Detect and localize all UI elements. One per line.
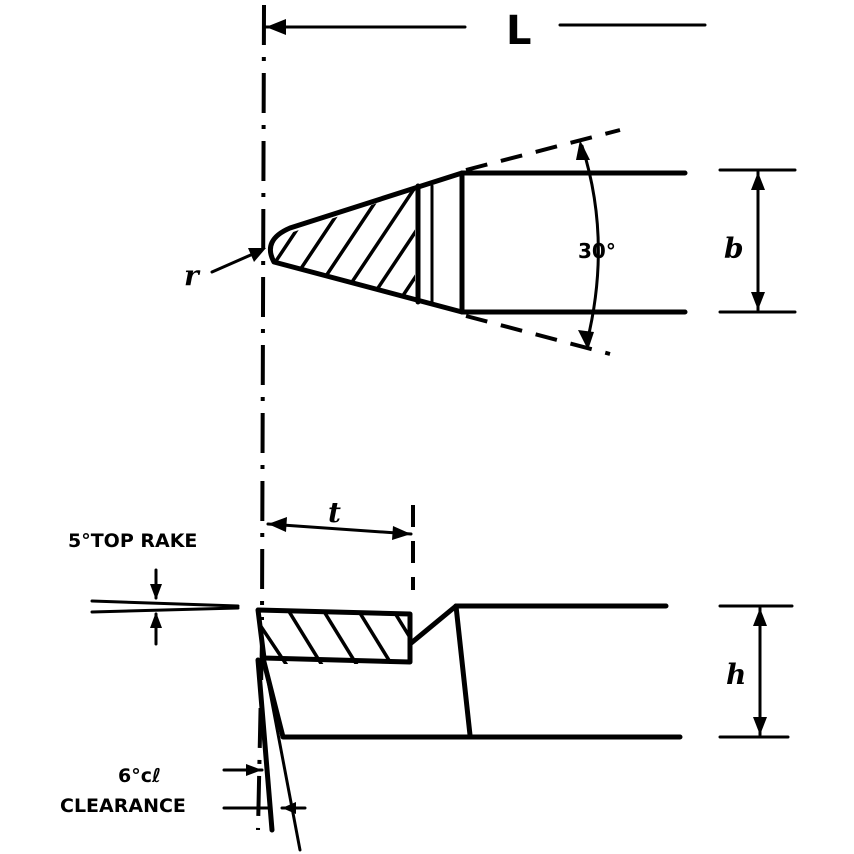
side-tip-outline (255, 607, 413, 665)
clearance-line-outer (255, 657, 275, 833)
angle-extension-lower (465, 314, 611, 356)
arrowhead-arc-bottom (578, 330, 594, 350)
tip-length-label: t (328, 496, 341, 529)
angle-arc (580, 144, 600, 344)
clearance-value-label: 6°cℓ (118, 765, 161, 787)
side-shank-joint (453, 603, 473, 738)
arrowhead-h-bottom (753, 717, 767, 735)
angle-extension-upper (465, 128, 621, 172)
arrowhead-clearance-bottom (282, 802, 296, 814)
arrowhead-rake-top (150, 584, 162, 600)
width-label: b (724, 232, 744, 265)
side-view: t 5°TOP RAKE h 6°cℓ CLEAR (60, 496, 794, 852)
angle-label: 30° (578, 239, 616, 263)
side-shank-outline (260, 603, 683, 740)
arrowhead-clearance-top (246, 764, 262, 776)
length-dimension: L (264, 8, 707, 54)
arrowhead-b-top (751, 172, 765, 190)
clearance-line-inner (262, 658, 302, 852)
arrowhead-r (248, 248, 266, 262)
top-rake-label: 5°TOP RAKE (68, 530, 197, 552)
arrowhead-h-top (753, 608, 767, 626)
arrowhead-b-bottom (751, 292, 765, 310)
arrowhead-t-left (268, 517, 287, 532)
top-tip-hatch (270, 190, 415, 300)
radius-label: r (184, 259, 201, 292)
top-view: 30° b r (184, 128, 797, 356)
length-label: L (506, 8, 532, 54)
arrowhead-left (266, 19, 286, 35)
arrowhead-arc-top (576, 140, 590, 160)
arrowhead-rake-bottom (150, 612, 162, 628)
clearance-word-label: CLEARANCE (60, 795, 186, 817)
height-label: h (726, 658, 746, 691)
top-view-outline (268, 170, 688, 315)
arrowhead-t-right (392, 526, 411, 540)
